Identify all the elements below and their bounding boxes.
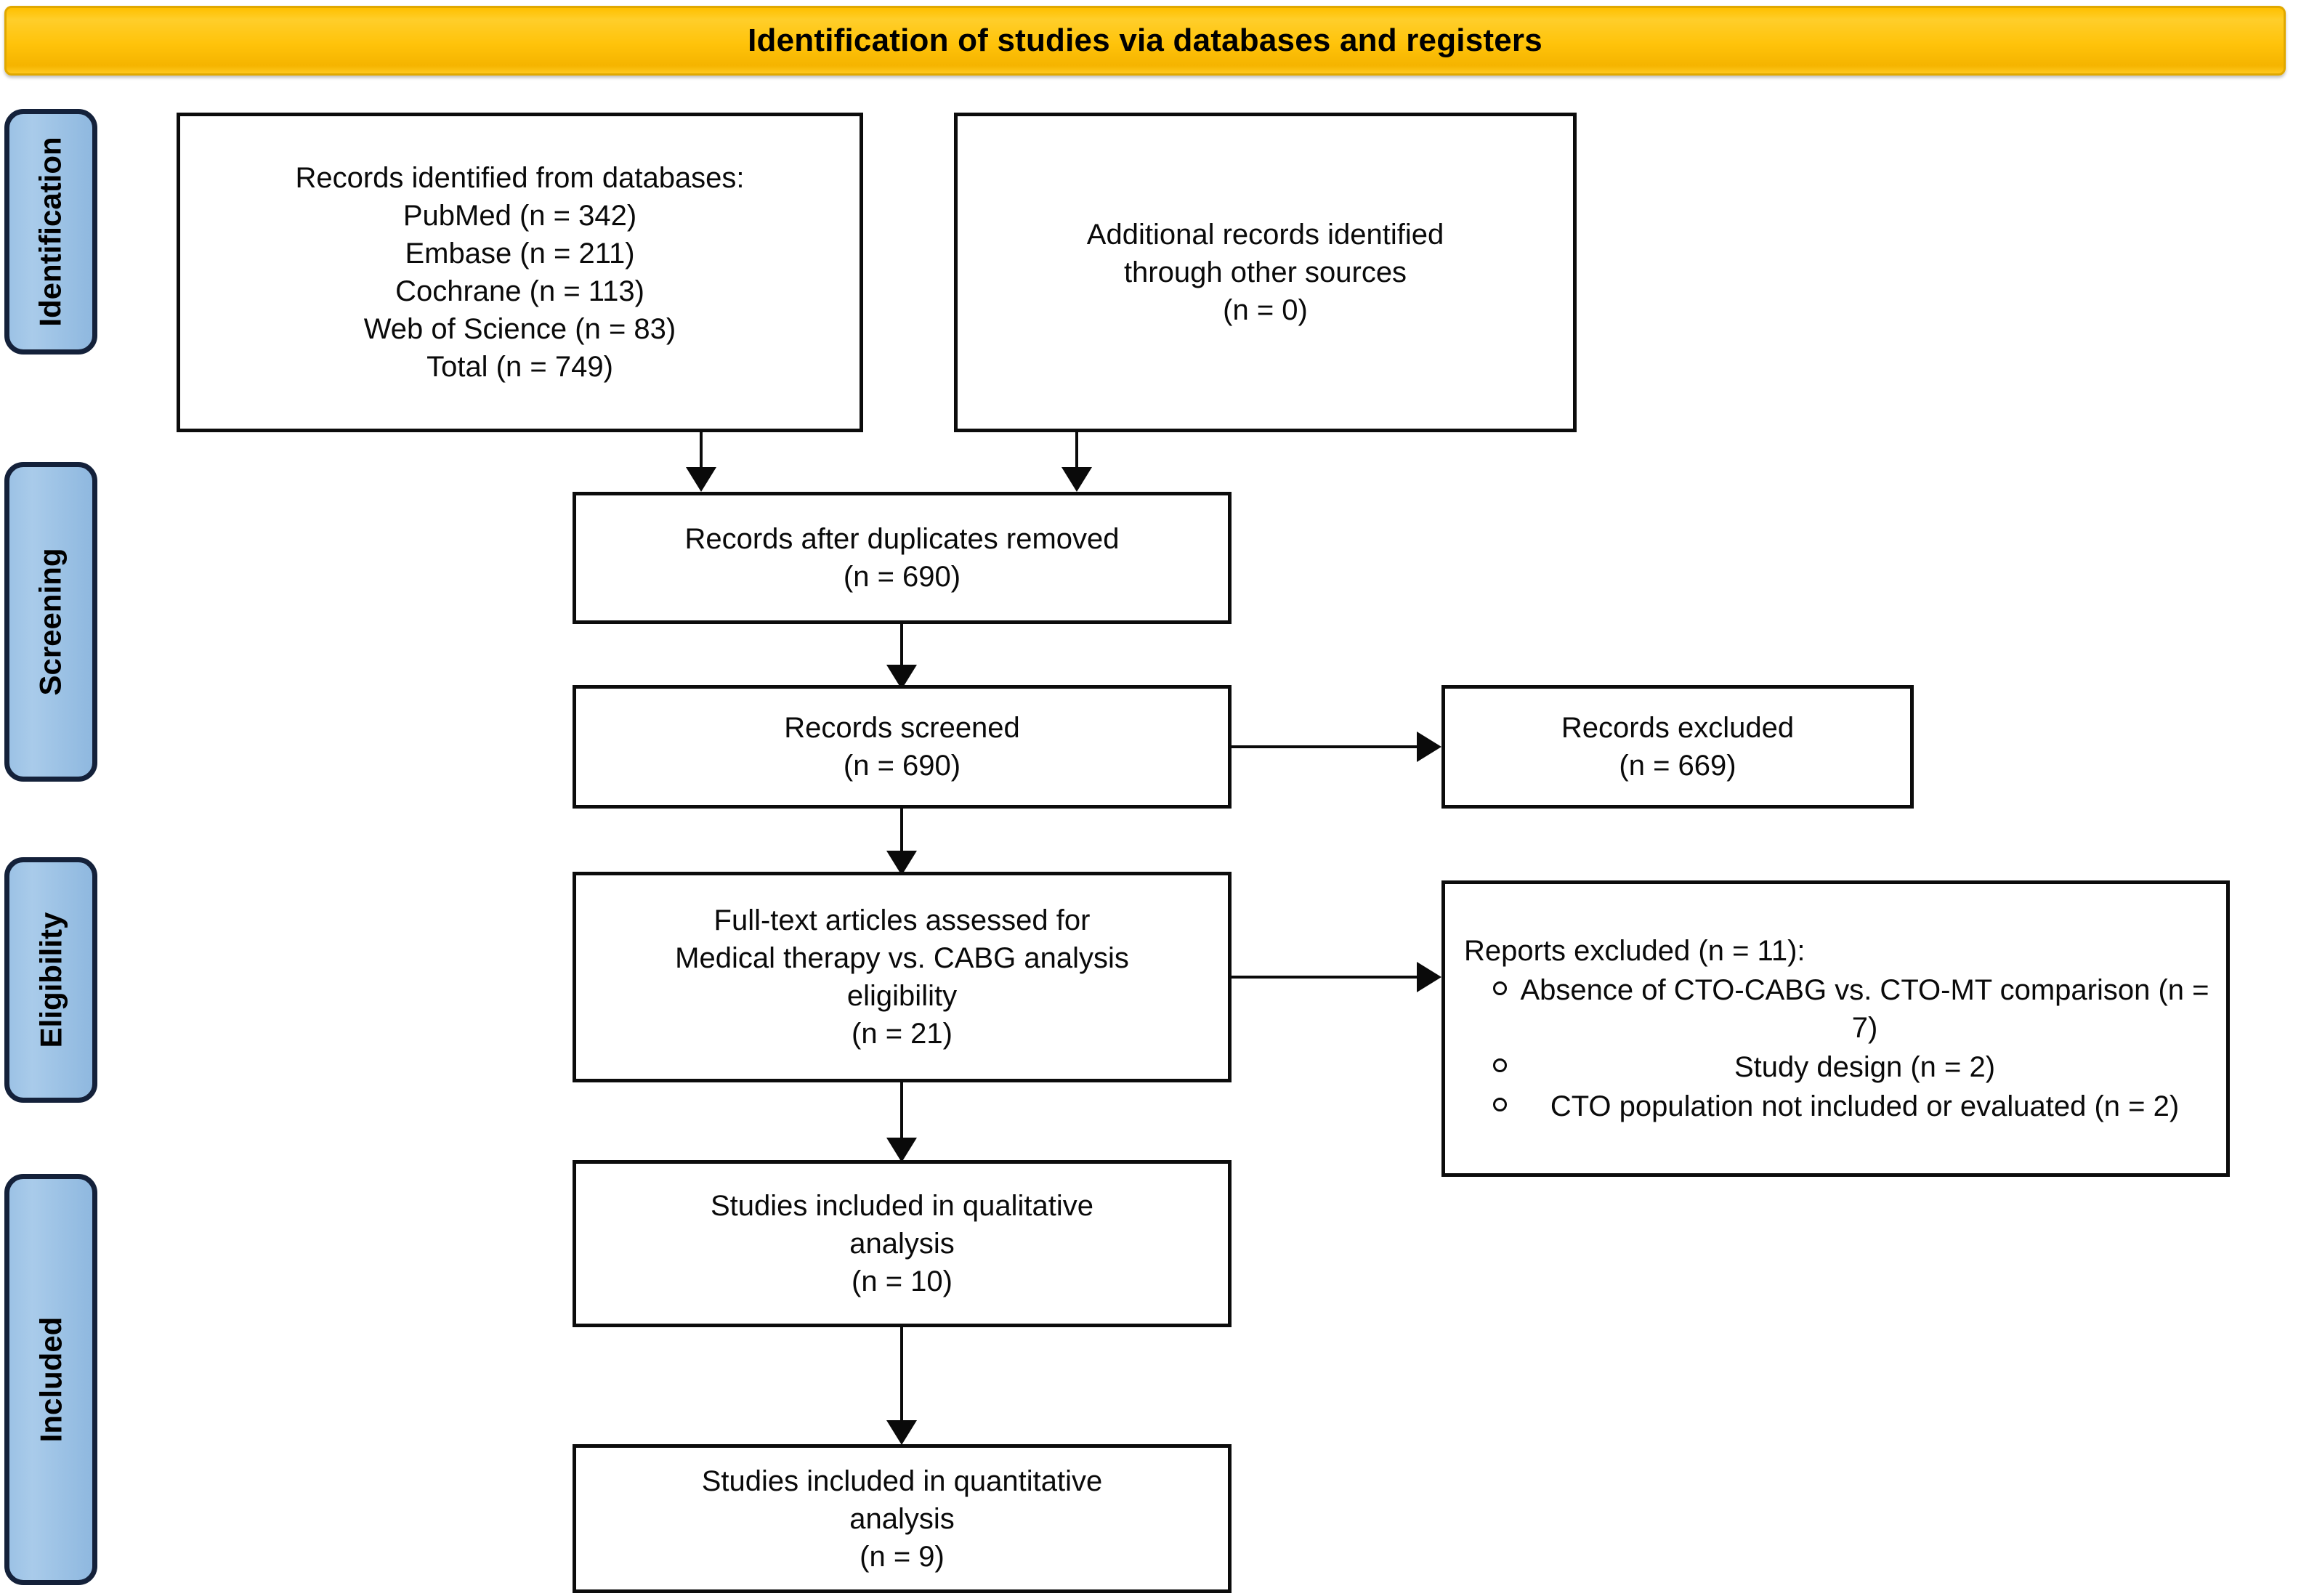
box-line: Records excluded: [1561, 712, 1795, 744]
hollow-circle-bullet-icon: [1493, 981, 1507, 995]
stage-bar-included: Included: [4, 1174, 97, 1585]
list-item-label: CTO population not included or evaluated…: [1550, 1090, 2180, 1122]
list-item-label: Absence of CTO-CABG vs. CTO-MT compariso…: [1520, 974, 2209, 1044]
connector-other-sources-to-duplicates: [1075, 432, 1078, 469]
arrowhead-fulltext-to-qualitative: [886, 1138, 917, 1162]
connector-qualitative-to-quantitative: [900, 1327, 903, 1422]
box-fulltext-articles-assessed: Full-text articles assessed for Medical …: [573, 872, 1232, 1082]
box-line: (n = 21): [852, 1018, 953, 1050]
arrowhead-fulltext-to-reports-excluded: [1417, 962, 1441, 992]
box-line: (n = 669): [1619, 750, 1736, 782]
box-line: Records after duplicates removed: [684, 523, 1120, 555]
hollow-circle-bullet-icon: [1493, 1098, 1507, 1111]
box-line: Records screened: [784, 712, 1020, 744]
diagram-header-banner: Identification of studies via databases …: [4, 6, 2286, 76]
connector-databases-to-duplicates: [700, 432, 703, 469]
box-line: PubMed (n = 342): [403, 200, 637, 232]
arrowhead-qualitative-to-quantitative: [886, 1420, 917, 1445]
box-line: Total (n = 749): [426, 351, 613, 383]
reports-excluded-list: Absence of CTO-CABG vs. CTO-MT compariso…: [1464, 970, 2212, 1125]
connector-screened-to-excluded: [1232, 745, 1417, 748]
box-studies-quantitative-analysis: Studies included in quantitative analysi…: [573, 1444, 1232, 1593]
arrowhead-databases-to-duplicates: [686, 467, 716, 492]
box-additional-records-other-sources: Additional records identified through ot…: [954, 113, 1577, 432]
box-line: Embase (n = 211): [405, 238, 635, 270]
box-line: (n = 0): [1223, 294, 1308, 326]
box-line: Studies included in quantitative: [701, 1465, 1103, 1497]
box-records-screened: Records screened (n = 690): [573, 685, 1232, 809]
stage-bar-screening: Screening: [4, 462, 97, 782]
box-line: Cochrane (n = 113): [395, 275, 644, 307]
box-line: Records identified from databases:: [295, 162, 745, 194]
list-item-label: Study design (n = 2): [1734, 1051, 1996, 1083]
arrowhead-screened-to-fulltext: [886, 851, 917, 875]
box-line: (n = 9): [860, 1540, 945, 1573]
stage-label-screening: Screening: [33, 548, 68, 696]
stage-bar-eligibility: Eligibility: [4, 857, 97, 1103]
box-records-identified-databases: Records identified from databases: PubMe…: [177, 113, 863, 432]
box-line: analysis: [849, 1502, 955, 1535]
box-records-after-duplicates-removed: Records after duplicates removed (n = 69…: [573, 492, 1232, 624]
box-line: eligibility: [846, 980, 958, 1012]
box-line: Full-text articles assessed for: [713, 904, 1091, 936]
connector-duplicates-to-screened: [900, 624, 903, 666]
box-line: Web of Science (n = 83): [363, 313, 676, 345]
list-item: Study design (n = 2): [1464, 1048, 2212, 1086]
box-records-excluded: Records excluded (n = 669): [1441, 685, 1914, 809]
stage-label-included: Included: [33, 1316, 68, 1443]
connector-screened-to-fulltext: [900, 809, 903, 852]
stage-label-identification: Identification: [33, 137, 68, 327]
connector-fulltext-to-qualitative: [900, 1082, 903, 1139]
box-line: Studies included in qualitative: [710, 1190, 1093, 1222]
connector-fulltext-to-reports-excluded: [1232, 976, 1417, 979]
arrowhead-screened-to-excluded: [1417, 732, 1441, 762]
box-line: (n = 690): [843, 561, 961, 593]
box-line: Additional records identified: [1086, 219, 1444, 251]
list-item: CTO population not included or evaluated…: [1464, 1087, 2212, 1125]
box-line: through other sources: [1123, 256, 1407, 288]
box-line: (n = 10): [852, 1265, 953, 1297]
box-reports-excluded: Reports excluded (n = 11): Absence of CT…: [1441, 880, 2230, 1177]
box-studies-qualitative-analysis: Studies included in qualitative analysis…: [573, 1160, 1232, 1327]
box-line: (n = 690): [843, 750, 961, 782]
box-line: analysis: [849, 1228, 955, 1260]
stage-bar-identification: Identification: [4, 109, 97, 355]
hollow-circle-bullet-icon: [1493, 1058, 1507, 1072]
stage-label-eligibility: Eligibility: [33, 912, 68, 1048]
reports-excluded-heading: Reports excluded (n = 11):: [1464, 935, 1805, 967]
list-item: Absence of CTO-CABG vs. CTO-MT compariso…: [1464, 971, 2212, 1047]
box-line: Medical therapy vs. CABG analysis: [675, 942, 1129, 974]
arrowhead-other-sources-to-duplicates: [1061, 467, 1092, 492]
page-title: Identification of studies via databases …: [748, 23, 1542, 58]
